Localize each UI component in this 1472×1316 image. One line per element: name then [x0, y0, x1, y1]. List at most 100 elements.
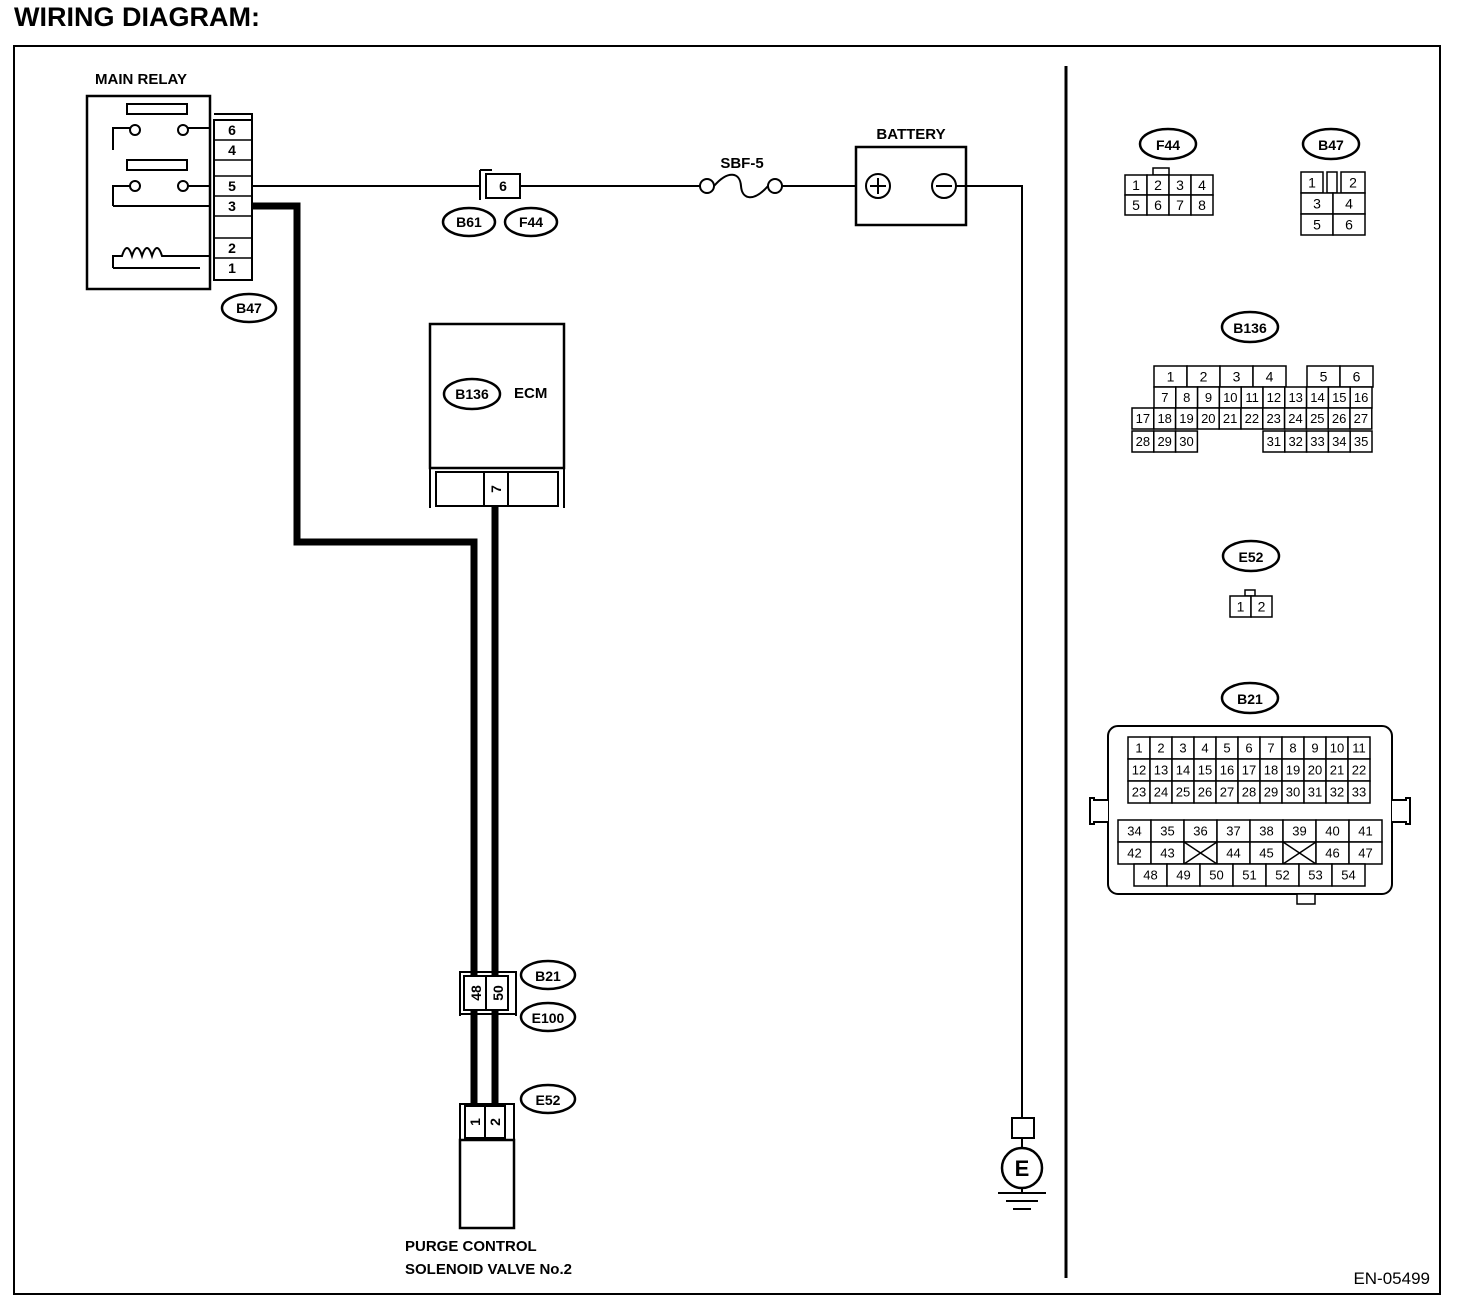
- pin-number: 16: [1354, 390, 1368, 405]
- battery: BATTERY: [854, 126, 968, 227]
- pin-number: 7: [1267, 741, 1274, 756]
- pin-number: 19: [1286, 763, 1300, 778]
- pin-number: 32: [1330, 785, 1344, 800]
- pin-number: 23: [1266, 411, 1280, 426]
- purge-control-solenoid: 1 2 E52 PURGE CONTROL SOLENOID VALVE No.…: [405, 1083, 577, 1278]
- pin-number: 44: [1226, 846, 1240, 861]
- pin-cell: [1349, 430, 1373, 453]
- pin-number: 15: [1198, 763, 1212, 778]
- latch: [1326, 171, 1338, 194]
- connector-b21-inline: 48 50 B21 E100: [459, 959, 577, 1033]
- connector-b21-tag: B21: [535, 968, 561, 984]
- relay-pin: 2: [228, 240, 236, 256]
- legend-f44-label: F44: [1156, 137, 1180, 153]
- fuse-sbf5: SBF-5: [699, 155, 783, 199]
- pin-number: 27: [1354, 411, 1368, 426]
- wire-relay-pin3-to-solenoid: [252, 202, 478, 1118]
- pin-number: 13: [1288, 390, 1302, 405]
- pin-number: 40: [1325, 824, 1339, 839]
- main-relay: MAIN RELAY 6 4 5 3 2 1 B47: [85, 71, 278, 324]
- page-title: WIRING DIAGRAM:: [14, 2, 260, 32]
- pin-number: 16: [1220, 763, 1234, 778]
- pin-cell: [1347, 780, 1371, 804]
- pin-number: 22: [1245, 411, 1259, 426]
- pin-number: 5: [1223, 741, 1230, 756]
- pin-number: 36: [1193, 824, 1207, 839]
- pin-number: 3: [1313, 196, 1321, 212]
- pin-number: 14: [1176, 763, 1190, 778]
- pin-number: 4: [1198, 177, 1206, 193]
- relay-pin: 3: [228, 198, 236, 214]
- pin-number: 2: [1154, 177, 1162, 193]
- pin-number: 6: [1245, 741, 1252, 756]
- relay-pin: 1: [228, 260, 236, 276]
- pin-number: 8: [1183, 390, 1190, 405]
- fuse-label: SBF-5: [720, 155, 763, 172]
- pin-number: 12: [1267, 390, 1281, 405]
- relay-pin: 4: [228, 142, 236, 158]
- solenoid-label-line1: PURGE CONTROL: [405, 1238, 537, 1255]
- b21-pin: 48: [468, 985, 484, 1001]
- pin-number: 20: [1201, 411, 1215, 426]
- relay-pin: 5: [228, 178, 236, 194]
- ecm: B136 ECM 7: [428, 322, 566, 508]
- pin-number: 10: [1223, 390, 1237, 405]
- pin-number: 19: [1179, 411, 1193, 426]
- battery-label: BATTERY: [876, 126, 945, 143]
- solenoid-label-line2: SOLENOID VALVE No.2: [405, 1261, 572, 1278]
- legend-e52-label: E52: [1239, 549, 1264, 565]
- relay-pin: 6: [228, 122, 236, 138]
- pin-number: 26: [1332, 411, 1346, 426]
- pin-number: 38: [1259, 824, 1273, 839]
- pin-number: 27: [1220, 785, 1234, 800]
- b21-pin: 50: [490, 985, 506, 1001]
- ecm-pin: 7: [488, 485, 504, 493]
- pin-number: 29: [1157, 434, 1171, 449]
- ecm-label: ECM: [514, 385, 547, 402]
- pin-number: 25: [1310, 411, 1324, 426]
- f44-pin: 6: [499, 178, 507, 194]
- pin-number: 11: [1352, 741, 1366, 756]
- pin-number: 22: [1352, 763, 1366, 778]
- pin-number: 4: [1345, 196, 1353, 212]
- pin-number: 2: [1200, 369, 1208, 385]
- pin-number: 5: [1313, 217, 1321, 233]
- connector-f44-tag: F44: [519, 214, 543, 230]
- pin-number: 3: [1179, 741, 1186, 756]
- pin-number: 10: [1330, 741, 1344, 756]
- pin-number: 45: [1259, 846, 1273, 861]
- pin-number: 15: [1332, 390, 1346, 405]
- e52-pin: 1: [467, 1118, 483, 1126]
- pin-number: 48: [1143, 868, 1157, 883]
- pin-number: 3: [1176, 177, 1184, 193]
- pin-number: 46: [1325, 846, 1339, 861]
- pin-number: 5: [1132, 197, 1140, 213]
- connector-e100-tag: E100: [532, 1010, 565, 1026]
- pin-number: 12: [1132, 763, 1146, 778]
- pin-number: 23: [1132, 785, 1146, 800]
- pin-number: 1: [1308, 175, 1316, 191]
- connector-b61-tag: B61: [456, 214, 482, 230]
- pin-number: 4: [1266, 369, 1274, 385]
- pin-number: 49: [1176, 868, 1190, 883]
- pin-number: 1: [1135, 741, 1142, 756]
- pin-number: 51: [1242, 868, 1256, 883]
- pin-number: 54: [1341, 868, 1355, 883]
- pin-number: 8: [1198, 197, 1206, 213]
- pin-number: 3: [1233, 369, 1241, 385]
- pin-number: 6: [1154, 197, 1162, 213]
- pin-cell: [1190, 194, 1214, 216]
- pin-number: 41: [1358, 824, 1372, 839]
- legend-b21-label: B21: [1237, 691, 1263, 707]
- pin-number: 30: [1179, 434, 1193, 449]
- pin-number: 13: [1154, 763, 1168, 778]
- pin-number: 9: [1311, 741, 1318, 756]
- ground-e: E: [998, 1117, 1046, 1210]
- pin-number: 7: [1176, 197, 1184, 213]
- pin-cell: [1332, 213, 1366, 236]
- e52-pin: 2: [487, 1118, 503, 1126]
- wire-battery-to-ground: [956, 185, 1023, 1118]
- pin-cell: [1349, 407, 1373, 430]
